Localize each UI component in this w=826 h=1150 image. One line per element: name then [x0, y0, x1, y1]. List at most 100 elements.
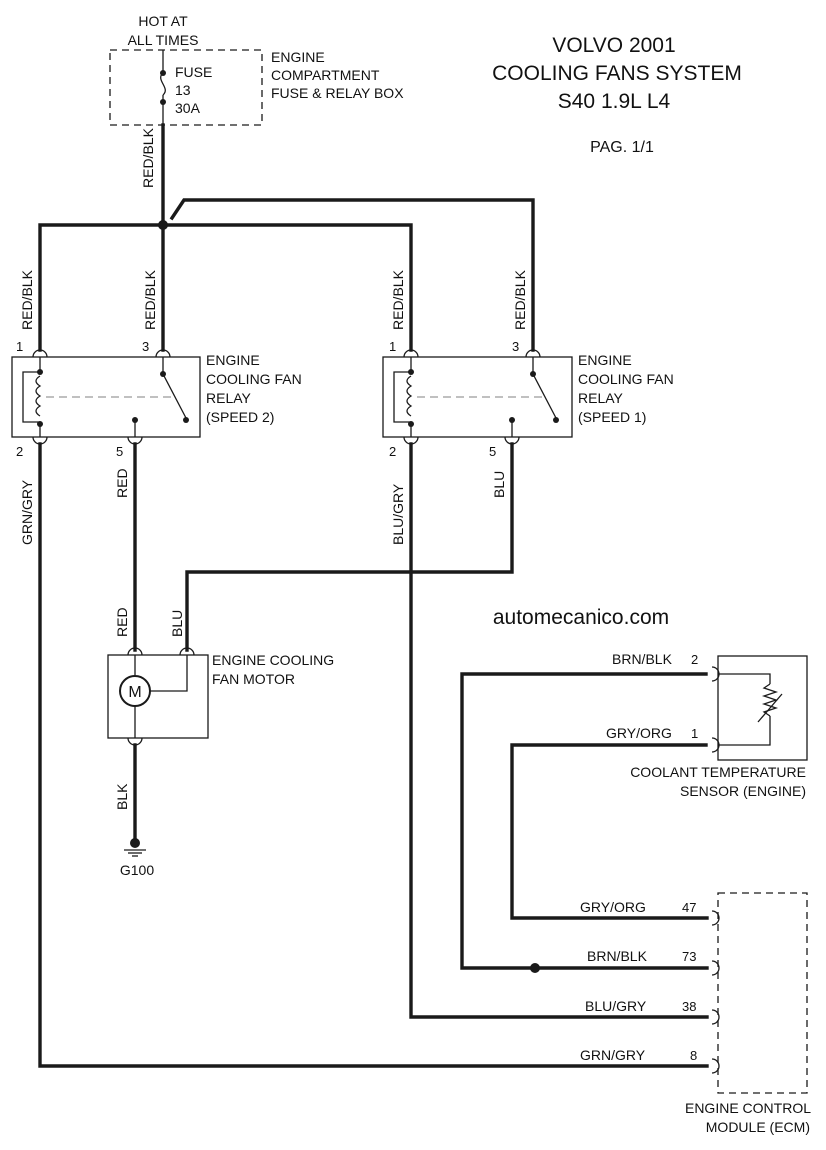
relay1-coil-icon [393, 371, 413, 423]
relay2-label-3: RELAY [206, 390, 252, 406]
ecm-pin8-wire-label: GRN/GRY [580, 1047, 646, 1063]
motor-ground-wire-label: BLK [114, 783, 130, 810]
fuse-box-label-3: FUSE & RELAY BOX [271, 85, 404, 101]
fuse-label: FUSE [175, 64, 212, 80]
relay1-pin5-label: 5 [489, 444, 496, 459]
relay1-label-2: COOLING FAN [578, 371, 674, 387]
relay2-pin5-label: 5 [116, 444, 123, 459]
relay2-switch-contact [183, 417, 189, 423]
relay1-outline [382, 356, 573, 438]
ecm-pin73-label: 73 [682, 949, 696, 964]
relay1-pin2-wire-label: BLU/GRY [390, 483, 406, 545]
ecm-label-1: ENGINE CONTROL [685, 1100, 811, 1116]
relay1-pin1-connector [403, 349, 419, 358]
relay1-pin3-wire-label: RED/BLK [512, 269, 528, 330]
fuse-icon [160, 72, 166, 96]
relay2-pin2-wire-label: GRN/GRY [19, 479, 35, 545]
relay2-outline [11, 356, 201, 438]
ecm-pin38-wire-label: BLU/GRY [585, 998, 647, 1014]
relay2-pin5-wire-label: RED [114, 468, 130, 498]
coolant-temp-sensor: COOLANT TEMPERATURE SENSOR (ENGINE) BRN/… [606, 651, 808, 799]
ecm-pin73-connector [711, 960, 720, 976]
motor-label-1: ENGINE COOLING [212, 652, 334, 668]
motor-label-2: FAN MOTOR [212, 671, 295, 687]
title-line-1: VOLVO 2001 [552, 34, 675, 57]
relay2-pin3-label: 3 [142, 339, 149, 354]
relay-speed-1: 1 3 2 5 ENGINE COOLING FAN RELAY (SPEED … [382, 339, 674, 459]
sensor-pin1-label: 1 [691, 726, 698, 741]
feed-wire-label: RED/BLK [140, 127, 156, 188]
output-wiring: GRN/GRY RED RED BLU/GRY BLU BLU [19, 442, 709, 1068]
fuse-box-label-1: ENGINE [271, 49, 325, 65]
title-line-3: S40 1.9L L4 [558, 90, 671, 113]
relay2-coil-icon [22, 371, 42, 423]
relay2-label-2: COOLING FAN [206, 371, 302, 387]
brn-blk-wire [460, 672, 709, 970]
title-block: VOLVO 2001 COOLING FANS SYSTEM S40 1.9L … [492, 34, 742, 156]
relay2-pin1-wire-label: RED/BLK [19, 269, 35, 330]
hot-label-2: ALL TIMES [128, 32, 199, 48]
relay1-pin3-connector [525, 349, 541, 358]
sensor-outline [717, 655, 808, 761]
relay1-pin3-label: 3 [512, 339, 519, 354]
page-number: PAG. 1/1 [590, 139, 654, 156]
relay2-label-4: (SPEED 2) [206, 409, 274, 425]
gry-org-wire [510, 743, 709, 920]
relay1-pin2-label: 2 [389, 444, 396, 459]
sensor-label-2: SENSOR (ENGINE) [680, 783, 806, 799]
relay2-pin3-connector [155, 349, 171, 358]
relay1-pin1-label: 1 [389, 339, 396, 354]
watermark: automecanico.com [493, 606, 669, 629]
bus-wire [38, 223, 413, 352]
relay-speed-2: 1 3 2 5 ENGINE COOLING FAN RELAY (SPEED … [11, 339, 302, 459]
motor-pin-blu-connector [179, 647, 195, 656]
fuse-box-label-2: COMPARTMENT [271, 67, 380, 83]
motor-red-wire-label: RED [114, 607, 130, 637]
fuse-number: 13 [175, 82, 191, 98]
sensor-label-1: COOLANT TEMPERATURE [630, 764, 806, 780]
blu-wire [185, 442, 514, 652]
ecm-pin73-wire-label: BRN/BLK [587, 948, 648, 964]
ground-dot [130, 838, 140, 848]
relay2-pin1-label: 1 [16, 339, 23, 354]
splice-dot-brn-blk [530, 963, 540, 973]
fuse-relay-box: HOT AT ALL TIMES FUSE 13 30A ENGINE COMP… [109, 13, 404, 126]
motor-blu-lead [150, 655, 188, 692]
relay1-label-4: (SPEED 1) [578, 409, 646, 425]
sensor-return-lead [718, 716, 771, 746]
ecm-pin47-wire-label: GRY/ORG [580, 899, 646, 915]
relay2-pin2-label: 2 [16, 444, 23, 459]
motor-outline [107, 654, 209, 739]
relay2-pin1-connector [32, 349, 48, 358]
relay1-pin1-wire-label: RED/BLK [390, 269, 406, 330]
sensor-ecm-wiring [460, 672, 709, 973]
ecm-pin47-connector [711, 910, 720, 926]
ecm-outline [717, 892, 808, 1094]
ground-label: G100 [120, 862, 154, 878]
blu-gry-wire [409, 442, 709, 1019]
relay1-switch-arm [532, 373, 557, 419]
ecm-pin8-label: 8 [690, 1048, 697, 1063]
relay1-pin5-wire-label: BLU [491, 471, 507, 498]
motor-pin-red-connector [127, 647, 143, 656]
relay2-label-1: ENGINE [206, 352, 260, 368]
ecm-pin47-label: 47 [682, 900, 696, 915]
hot-label-1: HOT AT [138, 13, 188, 29]
ecm-pin8-connector [711, 1058, 720, 1074]
thermistor-arrow [757, 693, 783, 723]
fuse-rating: 30A [175, 100, 201, 116]
ecm-pin38-label: 38 [682, 999, 696, 1014]
ecm-pin38-connector [711, 1009, 720, 1025]
fuse-box-outline [109, 49, 263, 126]
motor-blu-wire-label: BLU [169, 610, 185, 637]
fan-motor: M ENGINE COOLING FAN MOTOR BLK G100 [107, 647, 334, 878]
relay1-label-3: RELAY [578, 390, 624, 406]
title-line-2: COOLING FANS SYSTEM [492, 62, 742, 85]
ecm-label-2: MODULE (ECM) [706, 1119, 810, 1135]
sensor-pin2-label: 2 [691, 652, 698, 667]
relay1-pin3-wire [169, 198, 535, 352]
sensor-pin2-wire-label: BRN/BLK [612, 651, 673, 667]
relay1-switch-contact [553, 417, 559, 423]
feed-wiring: RED/BLK RED/BLK RED/BLK RED/BLK RED/BLK [19, 123, 535, 352]
